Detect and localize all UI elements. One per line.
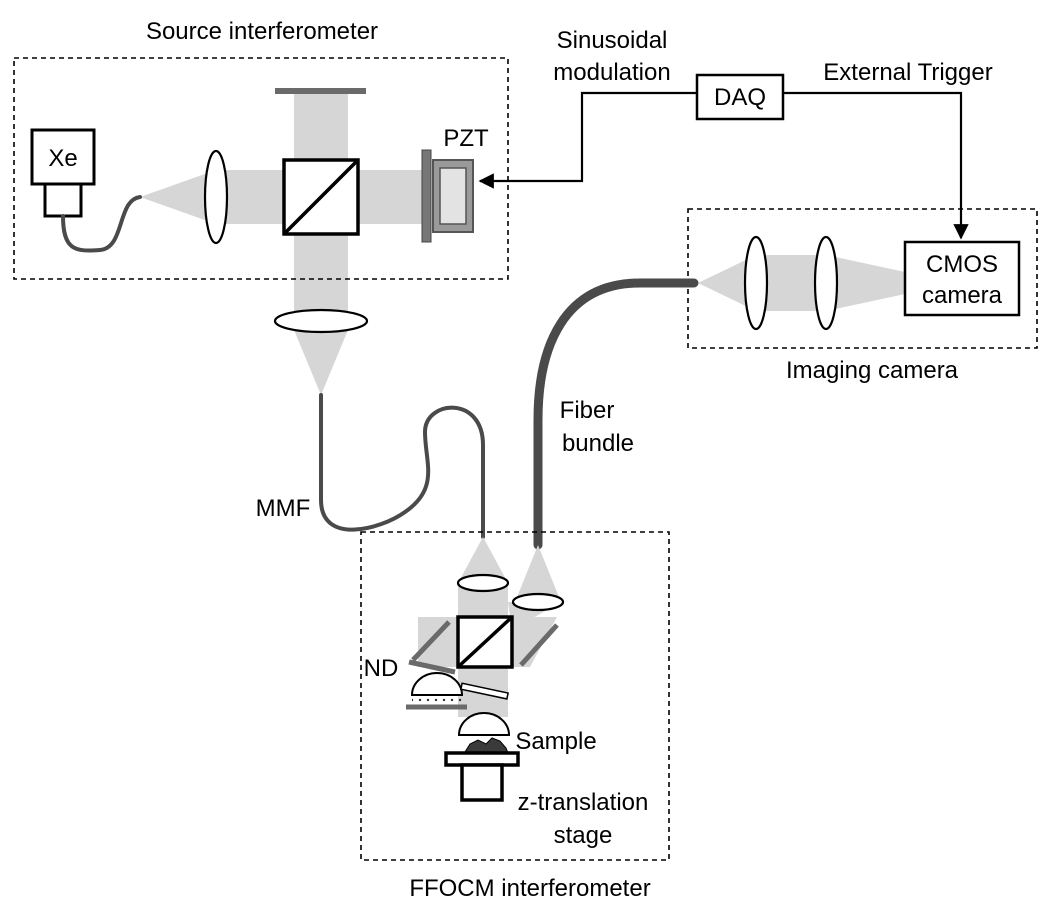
trigger-line <box>783 91 969 240</box>
imaging-camera-box <box>687 208 1038 349</box>
source-output-cone <box>294 330 348 395</box>
camera-beam-cone-in <box>698 255 756 311</box>
imaging-camera-label: Imaging camera <box>786 357 959 384</box>
multimode-fiber <box>319 393 485 539</box>
ffocm-input-lens <box>456 573 510 593</box>
source-beam-cone <box>140 170 216 224</box>
pzt-label: PZT <box>443 125 489 152</box>
camera-beam-cone-out <box>826 255 905 311</box>
ffocm-interferometer-box <box>360 531 670 861</box>
cmos-label-line1: CMOS <box>926 251 998 278</box>
source-interferometer-group: Source interferometer Xe PZT <box>13 18 509 395</box>
xe-lamp-base <box>43 182 83 218</box>
ffocm-output-lens <box>511 592 565 612</box>
ffocm-fold-mirror-right <box>519 623 559 667</box>
sample-label: Sample <box>515 728 596 755</box>
daq-label: DAQ <box>714 84 766 111</box>
camera-lens-2 <box>813 235 839 331</box>
nd-label: ND <box>364 655 399 682</box>
ffocm-output-cone <box>515 545 561 602</box>
nd-filter <box>408 659 456 675</box>
camera-lens-1 <box>743 235 769 331</box>
cmos-camera-box <box>903 240 1021 317</box>
imaging-camera-group: CMOS camera Imaging camera <box>687 208 1038 384</box>
sinusoidal-label: Sinusoidal <box>557 27 668 54</box>
daq-box <box>695 73 785 121</box>
mmf-label: MMF <box>256 495 311 522</box>
xe-label: Xe <box>48 145 77 172</box>
ffocm-beamsplitter-diagonal <box>456 615 514 669</box>
pzt-actuator-inner <box>439 167 467 225</box>
stage-platform <box>444 751 520 767</box>
ffocm-input-cone <box>458 537 508 583</box>
source-output-lens <box>273 308 369 334</box>
control-group: Sinusoidal modulation DAQ External Trigg… <box>478 27 993 240</box>
sample-tissue <box>464 737 509 754</box>
xe-fiber <box>61 195 142 253</box>
xe-lamp-box <box>30 128 96 186</box>
fiber-bundle <box>533 278 699 550</box>
bundle-label: bundle <box>562 430 634 457</box>
fiber-label: Fiber <box>560 397 615 424</box>
reference-objective <box>410 672 464 696</box>
modulation-line <box>478 91 697 189</box>
compensation-plate <box>459 682 509 700</box>
pzt-mirror-plate <box>421 149 432 243</box>
source-interferometer-box <box>13 57 509 280</box>
reference-sample-dots <box>412 695 462 705</box>
ffocm-interferometer-label: FFOCM interferometer <box>409 875 650 902</box>
stage-label: stage <box>554 822 613 849</box>
sample-objective <box>457 712 511 736</box>
ffocm-output-arm-beam <box>512 617 557 667</box>
source-collimating-lens <box>203 149 229 245</box>
cmos-label-line2: camera <box>922 282 1003 309</box>
ffocm-fold-mirror-left <box>411 620 451 662</box>
source-beamsplitter-diagonal <box>282 158 360 236</box>
z-translation-label: z-translation <box>518 789 649 816</box>
ffocm-reference-arm-beam <box>418 617 458 667</box>
source-interferometer-label: Source interferometer <box>146 18 378 45</box>
stage-body <box>460 763 504 802</box>
ffocm-interferometer-group: FFOCM interferometer ND Sample z-transla… <box>360 531 670 902</box>
external-trigger-label: External Trigger <box>823 59 992 86</box>
modulation-label: modulation <box>553 59 670 86</box>
